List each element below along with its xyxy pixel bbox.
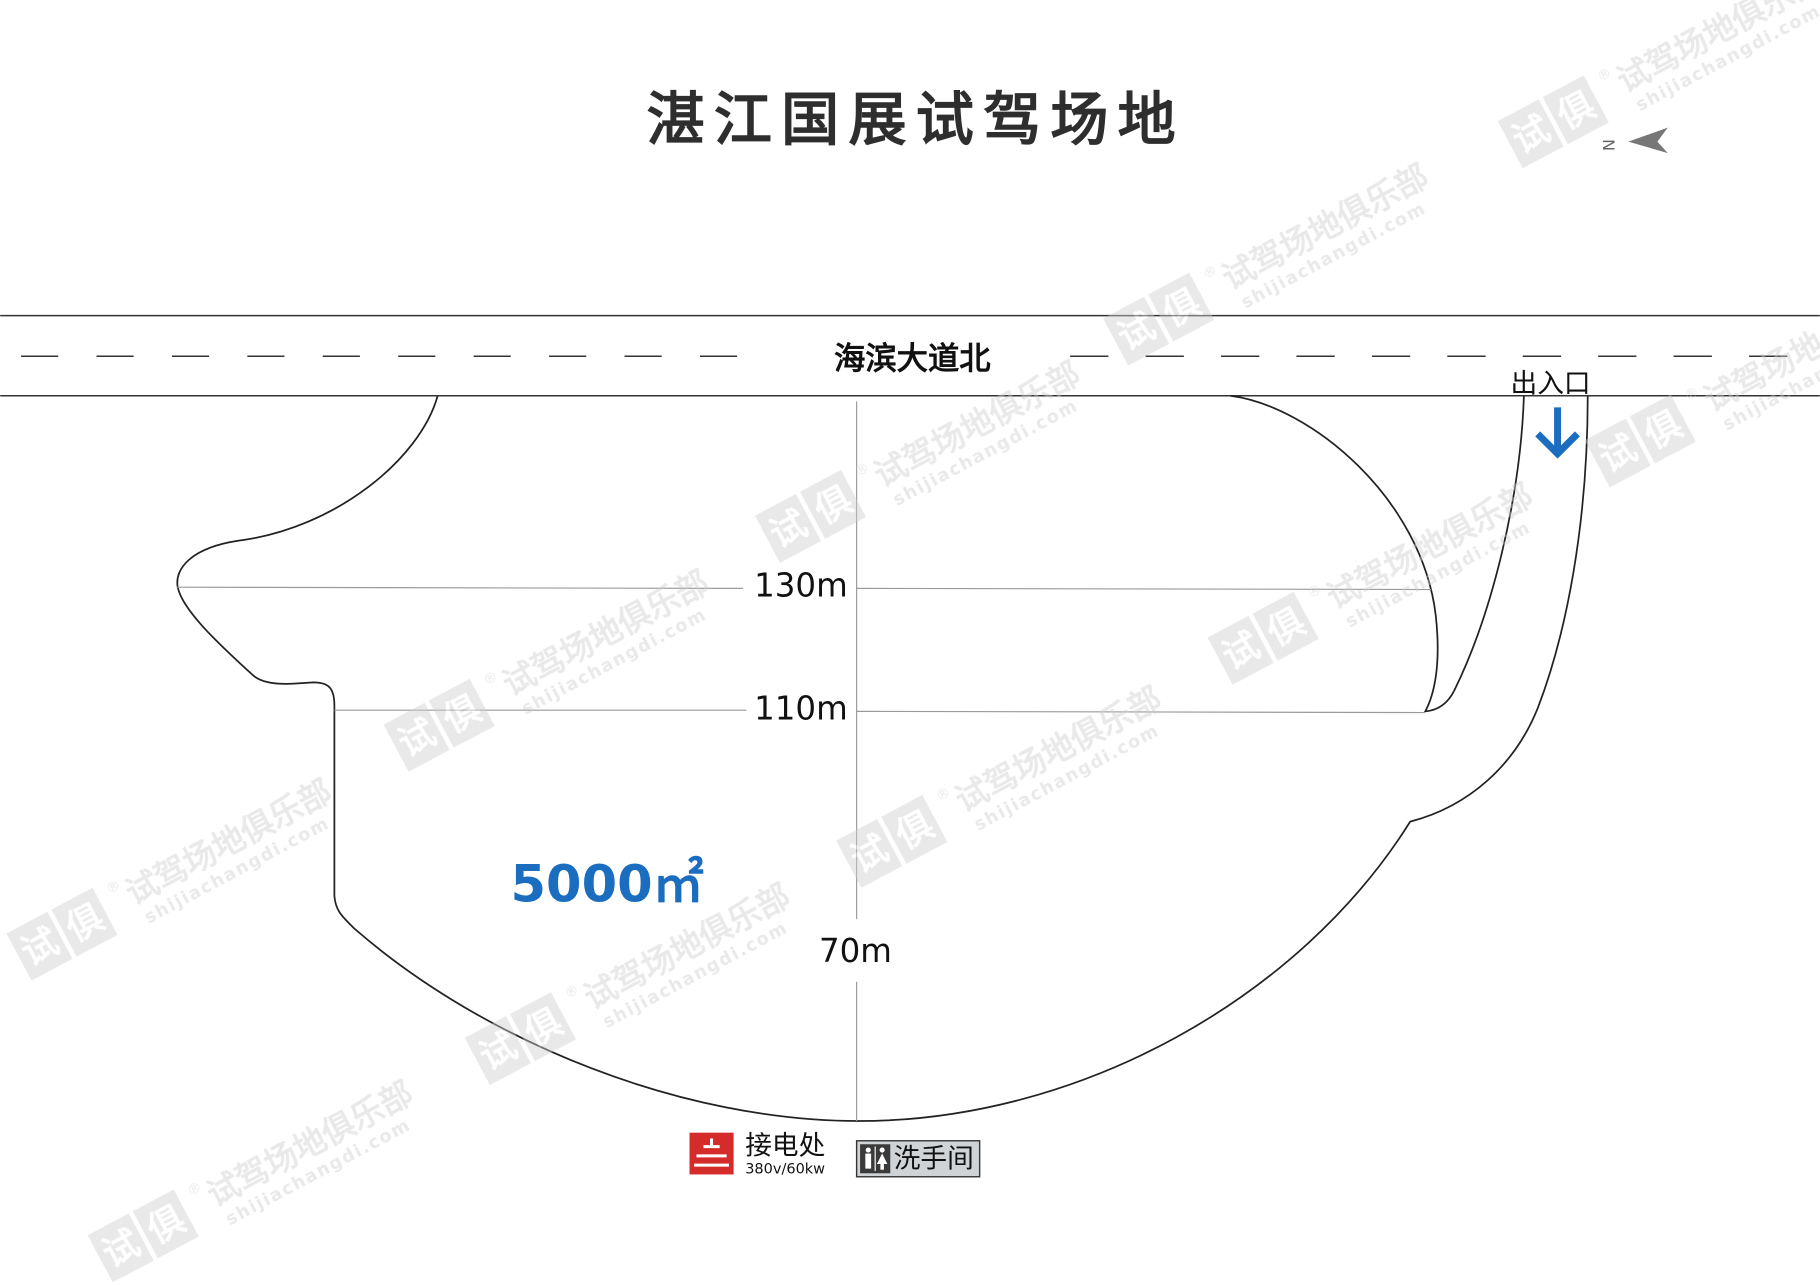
watermark-registered-mark: ® [1595, 65, 1615, 86]
watermark-registered-mark: ® [933, 785, 953, 806]
restroom-icon [860, 1144, 891, 1174]
legend-item-restroom: 洗手间 [855, 1140, 981, 1178]
watermark-registered-mark: ® [562, 982, 582, 1003]
down-arrow-icon [1535, 407, 1580, 459]
watermark-box-2 [1542, 75, 1609, 145]
down-arrow-head [1535, 431, 1580, 459]
north-label: N [1599, 139, 1618, 151]
compass: N [1599, 127, 1668, 154]
watermark-registered-mark: ® [1305, 582, 1325, 603]
watermark-box-1 [87, 1213, 154, 1283]
watermark-box-2 [509, 992, 576, 1062]
watermark-box-2 [132, 1189, 199, 1259]
watermark-box-1 [383, 702, 450, 772]
legend-label-power: 接电处 [745, 1131, 825, 1162]
watermark-box-2 [51, 887, 118, 957]
watermark-box-1 [6, 911, 73, 981]
watermark-layer: 试俱®试驾场地俱乐部shijiachangdi.com试俱®试驾场地俱乐部shi… [6, 0, 1820, 1283]
venue-boundary [176, 395, 1589, 1122]
dimension-line-110-right [856, 710, 1426, 714]
entrance-label: 出入口 [1511, 368, 1591, 399]
dimension-label-depth: 70m [819, 932, 892, 970]
venue-inner-boundary [1230, 394, 1525, 713]
watermark-box-1 [1497, 99, 1564, 169]
road: 海滨大道北 [0, 314, 1820, 397]
entrance: 出入口 [1511, 368, 1591, 459]
watermark-box-1 [1103, 296, 1170, 366]
watermark-registered-mark: ® [1682, 384, 1702, 405]
venue-area [176, 394, 1589, 1122]
watermark-registered-mark: ® [1200, 262, 1220, 283]
dimensions: 130m 110m 70m [176, 401, 1432, 1122]
restroom-icon-female-head [879, 1147, 885, 1153]
watermark-box-2 [881, 794, 948, 864]
road-name: 海滨大道北 [834, 340, 991, 377]
watermark-box-2 [1148, 272, 1215, 342]
watermark-box-1 [1207, 615, 1274, 685]
watermark-box-1 [1584, 418, 1651, 488]
watermark-box-2 [428, 678, 495, 748]
watermark-registered-mark: ® [481, 669, 501, 690]
watermark-box-1 [836, 818, 903, 888]
watermark-registered-mark: ® [104, 877, 124, 898]
restroom-icon-female-body [876, 1153, 888, 1170]
watermark-box-1 [754, 493, 822, 563]
watermark-registered-mark: ® [852, 460, 872, 481]
watermark-box-1 [464, 1016, 531, 1086]
dimension-label-upper-width: 130m [754, 566, 848, 604]
legend-item-power: 接电处 380v/60kw [689, 1131, 825, 1177]
dimension-line-130-left [176, 586, 743, 589]
legend-detail-power: 380v/60kw [745, 1161, 825, 1177]
restroom-icon-male-head [865, 1147, 871, 1153]
page-title: 湛江国展试驾场地 [647, 85, 1185, 153]
restroom-icon-male-body [865, 1153, 872, 1169]
dimension-label-lower-width: 110m [754, 690, 848, 728]
north-arrow-icon [1628, 127, 1668, 154]
watermark-registered-mark: ® [185, 1179, 205, 1200]
power-outlet-icon [689, 1132, 734, 1175]
venue-area-label: 5000㎡ [511, 856, 704, 915]
watermark-box-2 [1252, 591, 1319, 661]
legend: 接电处 380v/60kw 洗手间 [689, 1131, 981, 1178]
watermark-box-2 [800, 469, 867, 539]
watermark-box-2 [1629, 394, 1696, 464]
legend-label-restroom: 洗手间 [894, 1143, 974, 1174]
dimension-line-130-right [856, 587, 1432, 591]
